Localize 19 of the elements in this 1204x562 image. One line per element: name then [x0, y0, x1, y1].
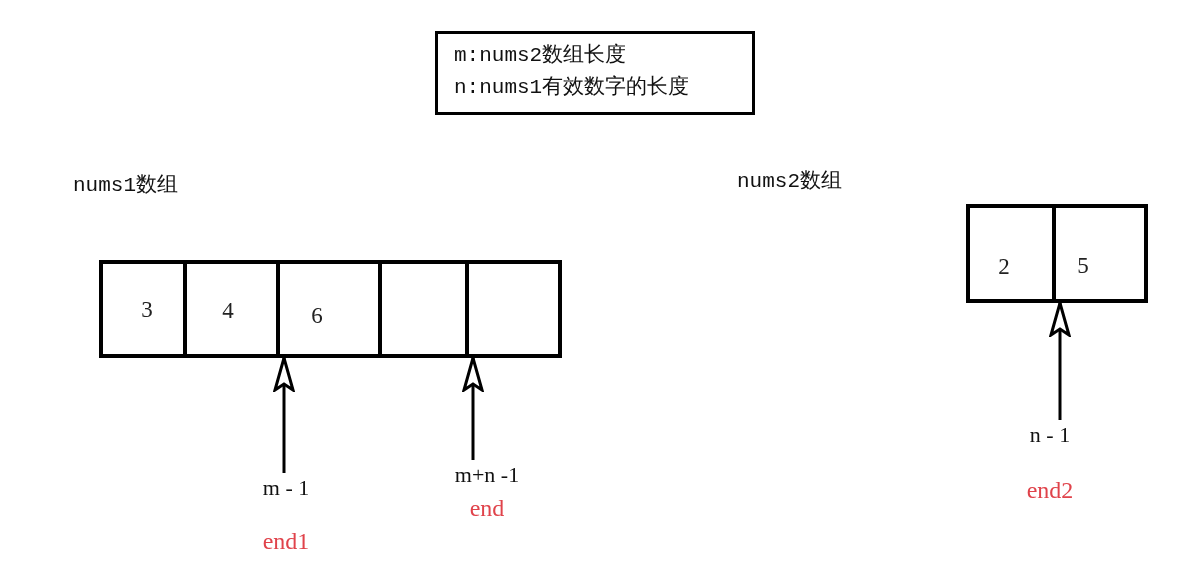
index-expression: m+n -1 — [454, 462, 520, 487]
array-title: nums2数组 — [737, 169, 842, 195]
note-text: n:nums1有效数字的长度 — [454, 74, 690, 101]
array-title: nums1数组 — [73, 173, 178, 199]
note-text: m:nums2数组长度 — [454, 42, 627, 69]
pointer-arrow — [1049, 301, 1071, 420]
array-value: 4 — [222, 298, 234, 324]
array-value: 3 — [141, 297, 153, 323]
array-value: 5 — [1077, 253, 1089, 279]
index-expression: n - 1 — [1029, 422, 1071, 447]
note-box — [435, 31, 755, 115]
pointer-name: end2 — [1026, 477, 1074, 503]
array-value: 2 — [998, 254, 1010, 280]
pointer-name: end1 — [262, 528, 310, 554]
pointer-arrow — [273, 356, 295, 473]
pointer-name: end — [469, 495, 505, 521]
index-expression: m - 1 — [262, 475, 310, 500]
array-value: 6 — [311, 303, 323, 329]
pointer-arrow — [462, 356, 484, 460]
